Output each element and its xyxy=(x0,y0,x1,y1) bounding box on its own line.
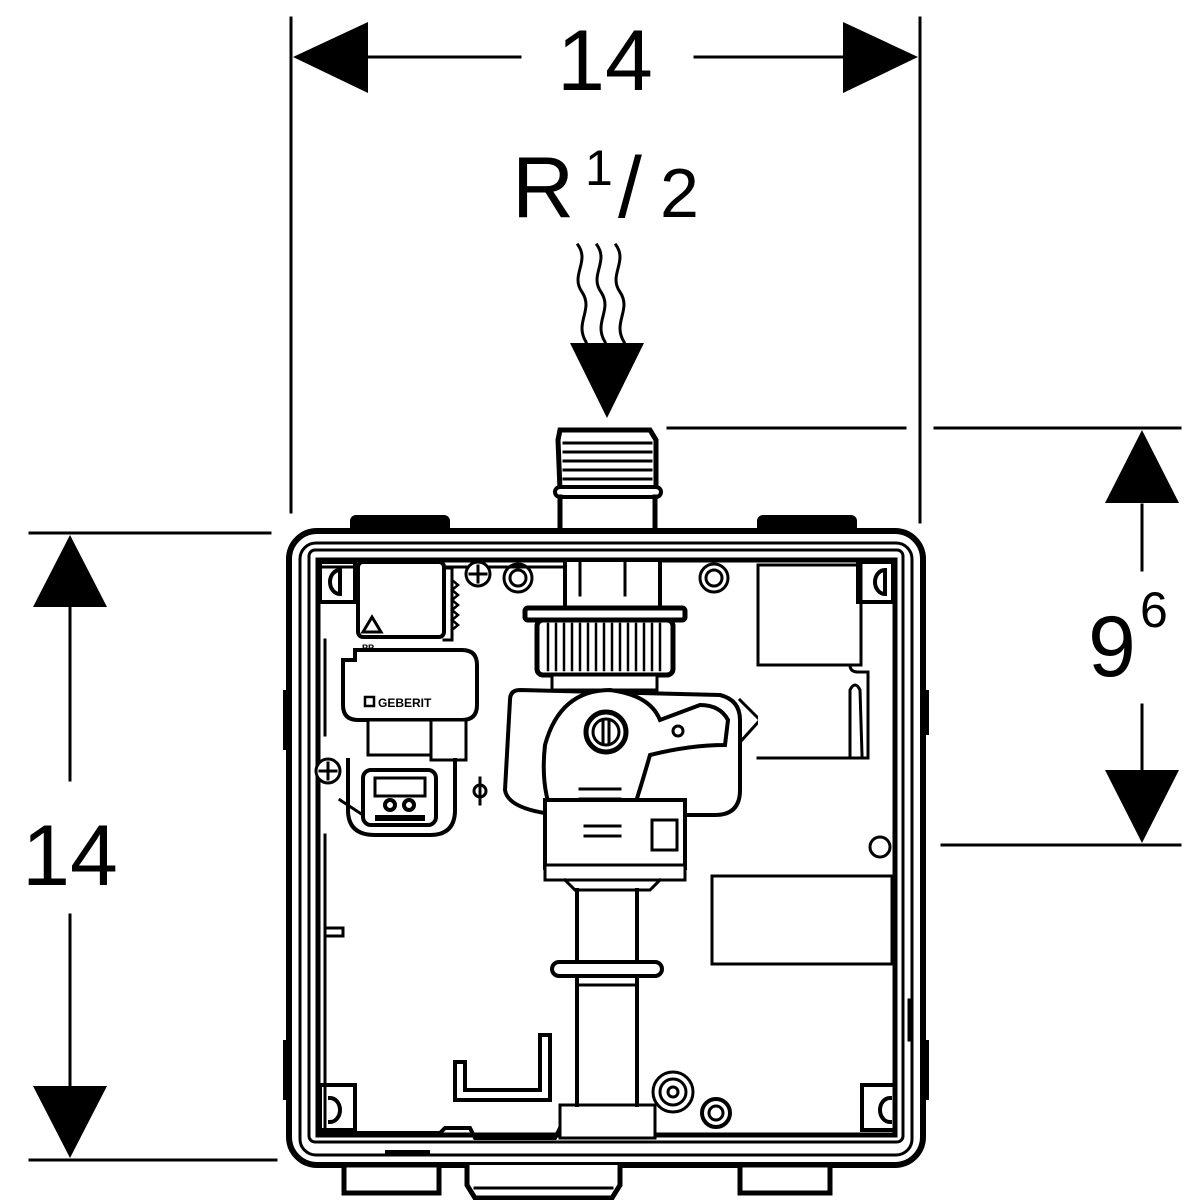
water-wave-icon xyxy=(613,242,627,345)
arrow-up-icon xyxy=(33,535,107,607)
dimension-right-superscript: 6 xyxy=(1140,582,1168,638)
logo-square-icon xyxy=(363,695,376,708)
mount-hole xyxy=(860,1083,897,1132)
washer-icon xyxy=(502,562,534,594)
arrow-left-icon xyxy=(293,22,368,93)
housing-foot xyxy=(341,1162,442,1196)
housing-foot xyxy=(737,1162,833,1196)
thread-size-main: R xyxy=(512,140,574,236)
dimension-top-width xyxy=(289,16,922,524)
dimension-top-label: 14 xyxy=(557,13,653,109)
brand-logo: GEBERIT xyxy=(378,696,432,710)
mount-hole xyxy=(318,560,357,604)
thread-size-separator: / xyxy=(618,140,642,236)
housing-rim xyxy=(298,541,914,1157)
drain-pipe xyxy=(550,888,664,1107)
arrow-right-icon xyxy=(843,22,918,93)
water-wave-icon xyxy=(575,242,589,345)
screw-icon xyxy=(314,757,342,785)
corner-mounts xyxy=(318,560,897,1132)
right-compartment xyxy=(710,563,894,966)
mount-hole xyxy=(318,1083,357,1132)
arrow-down-icon xyxy=(33,1086,107,1158)
label-area xyxy=(710,874,894,966)
dimension-left-label: 14 xyxy=(22,808,118,904)
housing-foot xyxy=(464,1162,623,1200)
screw-icon xyxy=(464,560,492,588)
dimension-left-height xyxy=(28,531,278,1162)
thread-size-denominator: 2 xyxy=(660,154,699,232)
dimension-right-main: 9 xyxy=(1088,599,1136,695)
housing-rim-inner xyxy=(307,548,905,1144)
dimension-right-height xyxy=(666,426,1182,847)
valve-body xyxy=(502,558,763,892)
mount-hole xyxy=(856,560,895,604)
water-wave-icon xyxy=(594,242,608,345)
washer-icon xyxy=(700,1097,732,1129)
thread-size-numerator: 1 xyxy=(585,140,613,196)
water-inlet-symbol xyxy=(570,242,644,418)
housing-inner-wall xyxy=(315,557,898,1138)
arrow-down-icon xyxy=(570,343,644,418)
electronics-module: PP GEBERIT xyxy=(337,560,479,837)
bracket xyxy=(453,1033,552,1102)
recycle-icon xyxy=(360,614,384,634)
arrow-up-icon xyxy=(1105,430,1179,503)
washer-icon xyxy=(651,1070,695,1114)
pipe-collar xyxy=(550,960,664,978)
washer-icon xyxy=(698,562,730,594)
recycle-code: PP xyxy=(362,643,374,653)
arrow-down-icon xyxy=(1105,770,1179,843)
inlet-connector xyxy=(553,427,663,533)
